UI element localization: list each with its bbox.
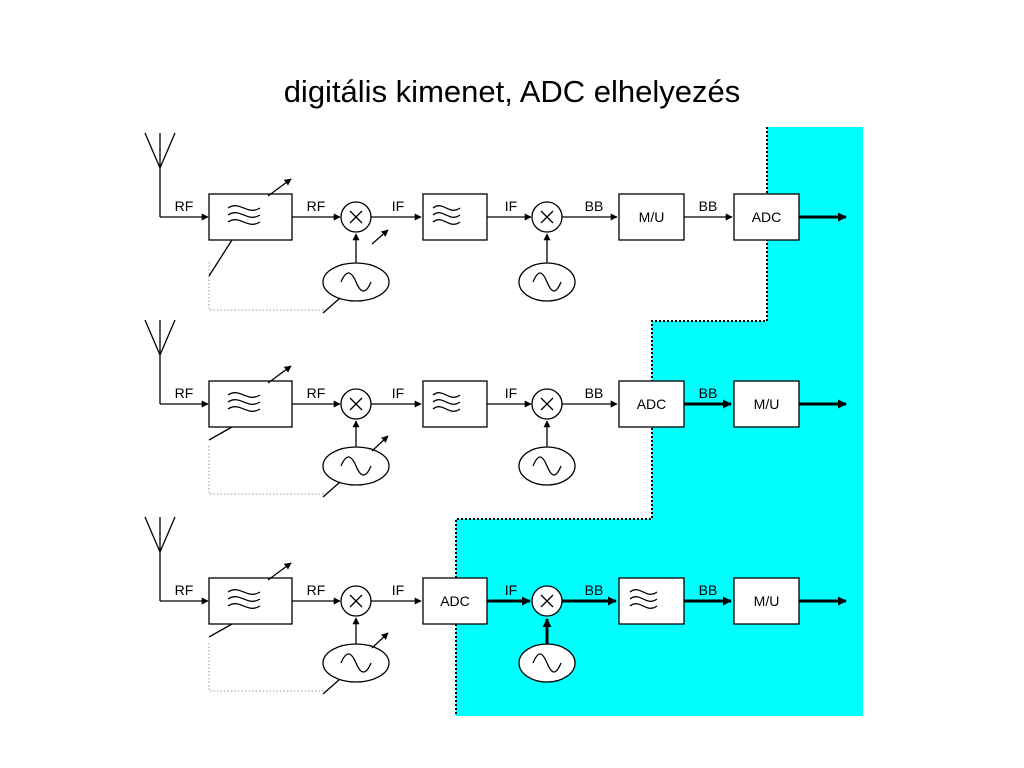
signal-label: RF — [175, 582, 194, 598]
signal-label: RF — [307, 582, 326, 598]
antenna-icon — [144, 132, 176, 217]
signal-label: RF — [307, 198, 326, 214]
signal-label: BB — [585, 582, 604, 598]
signal-label: IF — [505, 385, 517, 401]
tuning-arrow-icon — [371, 229, 389, 245]
signal-label: BB — [699, 385, 718, 401]
tuning-link — [208, 643, 325, 692]
antenna-icon — [144, 319, 176, 404]
block-2a — [618, 380, 685, 428]
tuning-arrow-icon — [371, 632, 389, 649]
block-2b — [733, 380, 800, 428]
tuning-arrow-icon — [371, 435, 389, 452]
signal-label: RF — [175, 385, 194, 401]
block-3a-label: ADC — [440, 593, 470, 609]
chain-3: ADC M/U RF RF IF IF BB BB — [144, 516, 847, 695]
block-3a — [422, 577, 488, 625]
block-1a-label: M/U — [639, 209, 665, 225]
filter-icon — [227, 589, 261, 609]
slide-title: digitális kimenet, ADC elhelyezés — [283, 74, 741, 109]
signal-label: RF — [307, 385, 326, 401]
chain-2: ADC M/U RF RF IF IF BB BB — [144, 319, 847, 498]
signal-label: RF — [175, 198, 194, 214]
signal-label: IF — [392, 198, 404, 214]
tuning-link — [208, 446, 325, 495]
signal-label: IF — [392, 385, 404, 401]
tuning-arrow-icon — [267, 365, 292, 384]
block-2b-label: M/U — [754, 396, 780, 412]
signal-label: BB — [699, 582, 718, 598]
tuning-arrow-icon — [267, 178, 292, 197]
signal-label: IF — [505, 198, 517, 214]
tuning-link — [208, 262, 325, 311]
tuning-arrow-icon — [267, 562, 292, 581]
filter-icon — [432, 205, 461, 225]
chain-1: M/U ADC RF RF IF IF BB BB — [144, 132, 847, 314]
block-3b-label: M/U — [754, 593, 780, 609]
block-2a-label: ADC — [637, 396, 667, 412]
filter-icon — [227, 392, 261, 412]
filter-icon — [629, 589, 658, 609]
signal-label: BB — [585, 385, 604, 401]
signal-label: BB — [699, 198, 718, 214]
signal-label: IF — [392, 582, 404, 598]
block-3b — [733, 577, 800, 625]
signal-label: BB — [585, 198, 604, 214]
filter-icon — [227, 205, 261, 225]
bb-filter-block — [618, 577, 685, 625]
filter-icon — [432, 392, 461, 412]
signal-label: IF — [505, 582, 517, 598]
block-1b-label: ADC — [752, 209, 782, 225]
antenna-icon — [144, 516, 176, 601]
block-1b — [733, 193, 800, 241]
